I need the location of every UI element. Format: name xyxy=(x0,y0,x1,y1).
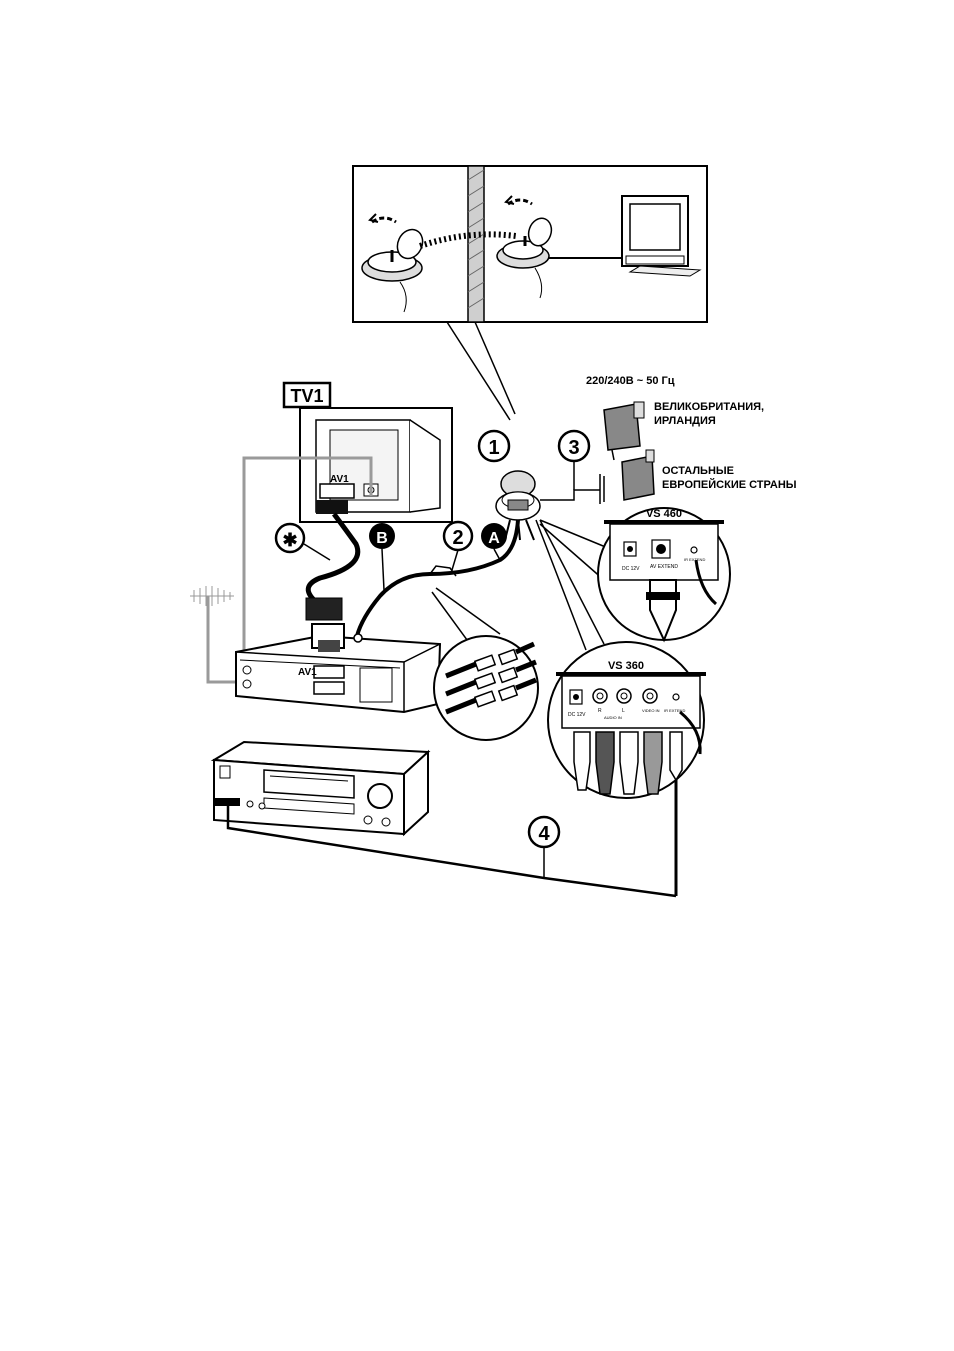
svg-text:L: L xyxy=(622,708,625,714)
uk-label-1: ВЕЛИКОБРИТАНИЯ, xyxy=(654,401,764,413)
callout-1: 1 xyxy=(477,429,511,463)
svg-text:2: 2 xyxy=(452,527,463,549)
scart-cable xyxy=(305,500,361,652)
power-adapters: 220/240В ~ 50 Гц ВЕЛИКОБРИТАНИЯ, ИРЛАНДИ… xyxy=(586,375,797,504)
svg-text:DC 12V: DC 12V xyxy=(622,566,640,572)
svg-text:VIDEO IN: VIDEO IN xyxy=(642,708,660,713)
wall xyxy=(467,165,485,323)
svg-text:IR EXTEND: IR EXTEND xyxy=(664,708,685,713)
vcr: AV1 xyxy=(235,634,442,714)
vs360-title: VS 360 xyxy=(608,660,644,672)
vcr-socket-label: AV1 xyxy=(298,667,317,678)
svg-text:A: A xyxy=(488,530,500,547)
svg-text:3: 3 xyxy=(568,437,579,459)
tv-scart-socket xyxy=(319,483,355,499)
sender-left xyxy=(361,213,424,313)
av-cable xyxy=(353,519,520,643)
svg-text:4: 4 xyxy=(538,823,550,845)
callout-a: A xyxy=(481,523,507,561)
wireless-inset xyxy=(352,165,708,421)
uk-label-2: ИРЛАНДИЯ xyxy=(654,415,716,427)
svg-text:DC 12V: DC 12V xyxy=(568,712,586,718)
sender-right xyxy=(496,195,622,299)
vs460-title: VS 460 xyxy=(646,508,682,520)
svg-text:R: R xyxy=(598,708,602,714)
vs360-inset: VS 360 DC 12V R L AUDIO IN VIDEO IN IR E… xyxy=(535,519,706,896)
tv-socket-label: AV1 xyxy=(330,474,349,485)
sender-device xyxy=(495,470,541,541)
svg-text:AUDIO IN: AUDIO IN xyxy=(604,715,622,720)
power-voltage: 220/240В ~ 50 Гц xyxy=(586,375,675,387)
callout-star: ✱ xyxy=(274,522,331,561)
svg-text:B: B xyxy=(376,530,388,547)
callout-3: 3 xyxy=(557,429,591,490)
eu-label-2: ЕВРОПЕЙСКИЕ СТРАНЫ xyxy=(662,478,797,491)
receiver xyxy=(210,740,431,837)
cinch-inset xyxy=(431,587,539,741)
svg-text:1: 1 xyxy=(488,437,499,459)
vs460-inset: VS 460 DC 12V AV EXTEND IR EXTEND xyxy=(539,507,731,643)
svg-text:✱: ✱ xyxy=(282,530,297,550)
callout-b: B xyxy=(369,523,395,591)
callout-2: 2 xyxy=(442,520,474,571)
tv-small xyxy=(621,195,702,277)
svg-text:IR EXTEND: IR EXTEND xyxy=(684,557,705,562)
callout-4: 4 xyxy=(226,806,677,898)
antenna-icon xyxy=(190,586,234,606)
eu-label-1: ОСТАЛЬНЫЕ xyxy=(662,465,734,477)
tv: TV1 AV1 xyxy=(282,381,453,523)
tv-label: TV1 xyxy=(290,386,323,406)
vcr-scart-socket xyxy=(313,665,345,679)
svg-text:AV EXTEND: AV EXTEND xyxy=(650,564,678,570)
